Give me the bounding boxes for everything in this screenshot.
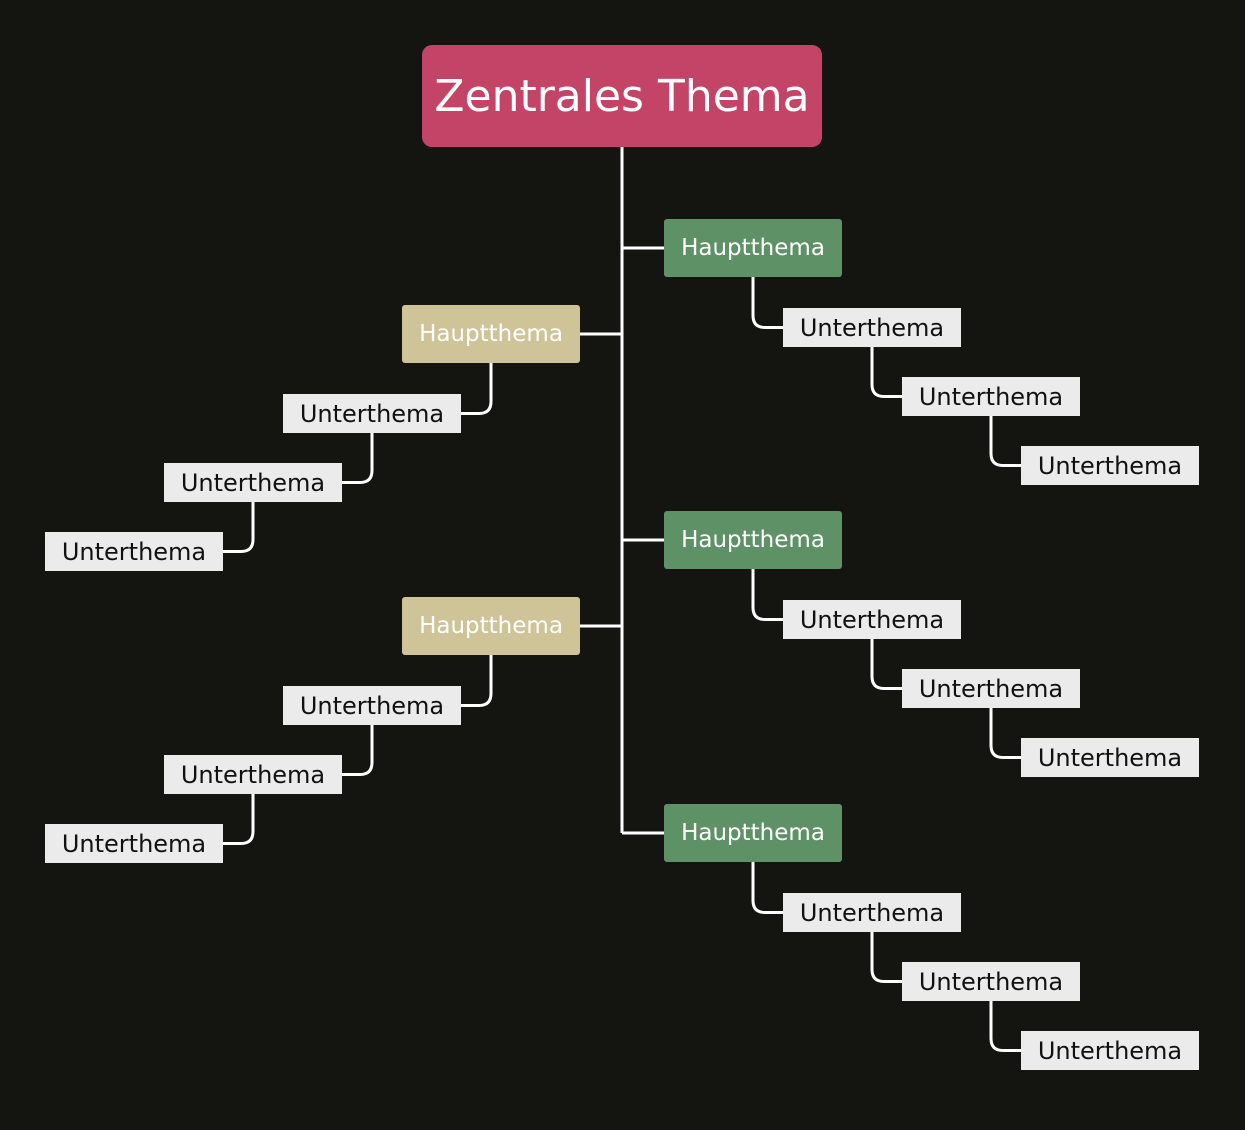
- subtopic-node[interactable]: Unterthema: [45, 532, 223, 571]
- subtopic-node[interactable]: Unterthema: [902, 962, 1080, 1001]
- subtopic-connector: [751, 277, 783, 329]
- subtopic-connector: [223, 794, 255, 845]
- main-topic-left-2[interactable]: Hauptthema: [402, 597, 580, 655]
- subtopic-connector: [751, 862, 783, 914]
- subtopic-connector: [342, 725, 374, 776]
- subtopic-node[interactable]: Unterthema: [283, 686, 461, 725]
- subtopic-node[interactable]: Unterthema: [1021, 1031, 1199, 1070]
- subtopic-node[interactable]: Unterthema: [783, 893, 961, 932]
- main-topic-left-1[interactable]: Hauptthema: [402, 305, 580, 363]
- main-topic-right-3[interactable]: Hauptthema: [664, 804, 842, 862]
- subtopic-connector: [870, 932, 902, 983]
- subtopic-connector: [989, 708, 1021, 759]
- central-topic[interactable]: Zentrales Thema: [422, 45, 822, 147]
- subtopic-connector: [461, 655, 493, 707]
- subtopic-connector: [870, 639, 902, 690]
- subtopic-connector: [461, 363, 493, 415]
- subtopic-connector: [751, 569, 783, 621]
- subtopic-node[interactable]: Unterthema: [164, 755, 342, 794]
- subtopic-node[interactable]: Unterthema: [902, 377, 1080, 416]
- subtopic-node[interactable]: Unterthema: [902, 669, 1080, 708]
- subtopic-node[interactable]: Unterthema: [283, 394, 461, 433]
- subtopic-connector: [989, 416, 1021, 467]
- main-topic-right-2[interactable]: Hauptthema: [664, 511, 842, 569]
- subtopic-connector: [989, 1001, 1021, 1052]
- main-topic-right-1[interactable]: Hauptthema: [664, 219, 842, 277]
- subtopic-node[interactable]: Unterthema: [1021, 446, 1199, 485]
- subtopic-node[interactable]: Unterthema: [45, 824, 223, 863]
- subtopic-connector: [342, 433, 374, 484]
- subtopic-connector: [223, 502, 255, 553]
- subtopic-node[interactable]: Unterthema: [1021, 738, 1199, 777]
- subtopic-node[interactable]: Unterthema: [783, 600, 961, 639]
- subtopic-node[interactable]: Unterthema: [783, 308, 961, 347]
- subtopic-node[interactable]: Unterthema: [164, 463, 342, 502]
- subtopic-connector: [870, 347, 902, 398]
